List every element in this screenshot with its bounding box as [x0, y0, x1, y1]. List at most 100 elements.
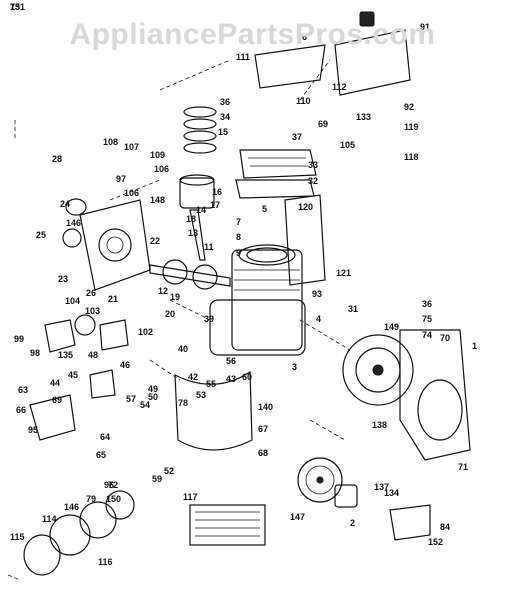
part-label-43: 43 — [226, 374, 236, 384]
part-label-32: 32 — [308, 176, 318, 186]
part-label-117: 117 — [183, 492, 198, 502]
part-label-69: 69 — [318, 119, 328, 129]
part-label-7: 7 — [236, 217, 241, 227]
part-label-133: 133 — [356, 112, 371, 122]
part-label-48: 48 — [88, 350, 98, 360]
piston-assembly — [179, 106, 217, 261]
part-label-104: 104 — [65, 296, 80, 306]
cylinder-head — [235, 149, 317, 199]
part-label-40: 40 — [178, 344, 188, 354]
part-label-53: 53 — [196, 390, 206, 400]
part-label-15: 15 — [218, 127, 228, 137]
part-label-84: 84 — [440, 522, 450, 532]
part-label-109: 109 — [150, 150, 165, 160]
part-label-146: 146 — [66, 218, 81, 228]
part-label-39: 39 — [204, 314, 214, 324]
part-label-36: 36 — [220, 97, 230, 107]
part-label-138: 138 — [372, 420, 387, 430]
part-label-150: 150 — [106, 494, 121, 504]
part-label-23: 23 — [58, 274, 68, 284]
part-label-107: 107 — [124, 142, 139, 152]
part-label-46: 46 — [120, 360, 130, 370]
part-label-2: 2 — [350, 518, 355, 528]
part-label-24: 24 — [60, 199, 70, 209]
part-label-74: 74 — [422, 330, 432, 340]
part-label-67: 67 — [258, 424, 268, 434]
air-cleaner-stack — [23, 490, 135, 576]
part-label-56: 56 — [226, 356, 236, 366]
part-label-71: 71 — [458, 462, 468, 472]
part-label-103: 103 — [85, 306, 100, 316]
part-label-148: 148 — [150, 195, 165, 205]
part-label-26: 26 — [86, 288, 96, 298]
part-label-49: 49 — [148, 384, 158, 394]
part-label-111: 111 — [236, 52, 250, 62]
part-label-95: 95 — [28, 425, 38, 435]
part-label-59: 59 — [152, 474, 162, 484]
part-label-152: 152 — [428, 537, 443, 547]
part-label-3: 3 — [292, 362, 297, 372]
part-label-6: 6 — [302, 32, 307, 42]
part-label-44: 44 — [50, 378, 60, 388]
part-label-22: 22 — [150, 236, 160, 246]
blower-housing — [342, 329, 471, 461]
part-label-110: 110 — [296, 96, 311, 106]
part-label-97: 97 — [116, 174, 126, 184]
cam-parts — [334, 484, 431, 541]
part-label-33: 33 — [308, 160, 318, 170]
part-label-66: 66 — [16, 405, 26, 415]
part-label-34: 34 — [220, 112, 230, 122]
part-label-20: 20 — [165, 309, 175, 319]
part-label-50: 50 — [148, 392, 158, 402]
part-label-120: 120 — [298, 202, 313, 212]
part-label-106: 106 — [154, 164, 169, 174]
part-label-19: 19 — [170, 292, 180, 302]
leader-lines — [7, 59, 351, 581]
part-label-65: 65 — [96, 450, 106, 460]
part-label-98: 98 — [30, 348, 40, 358]
drive-gear — [297, 457, 343, 503]
part-label-146: 146 — [64, 502, 79, 512]
part-label-28: 28 — [52, 154, 62, 164]
part-label-42: 42 — [188, 372, 198, 382]
engine-shroud — [174, 194, 326, 451]
part-label-112: 112 — [332, 82, 347, 92]
part-label-63: 63 — [18, 385, 28, 395]
part-label-9: 9 — [236, 248, 241, 258]
part-label-16: 16 — [212, 187, 222, 197]
part-label-147: 147 — [290, 512, 305, 522]
part-label-137: 137 — [374, 482, 389, 492]
part-label-5: 5 — [262, 204, 267, 214]
part-label-54: 54 — [140, 400, 150, 410]
part-label-135: 135 — [58, 350, 73, 360]
part-label-151: 151 — [10, 2, 25, 12]
part-label-99: 99 — [14, 334, 24, 344]
part-label-31: 31 — [348, 304, 358, 314]
part-label-140: 140 — [258, 402, 273, 412]
part-label-4: 4 — [316, 314, 321, 324]
part-label-116: 116 — [98, 557, 113, 567]
part-label-36: 36 — [422, 299, 432, 309]
part-label-37: 37 — [292, 132, 302, 142]
part-label-73: 73 — [10, 2, 20, 12]
part-label-13: 13 — [188, 228, 198, 238]
part-label-106: 106 — [124, 188, 139, 198]
part-label-57: 57 — [126, 394, 136, 404]
carburetor — [29, 314, 129, 441]
part-label-52: 52 — [164, 466, 174, 476]
part-label-114: 114 — [42, 514, 57, 524]
part-label-121: 121 — [336, 268, 351, 278]
crankshaft — [149, 259, 231, 290]
part-label-119: 119 — [404, 122, 419, 132]
part-label-149: 149 — [384, 322, 399, 332]
engine-block — [209, 244, 306, 356]
part-label-68: 68 — [258, 448, 268, 458]
part-label-93: 93 — [312, 289, 322, 299]
part-label-91: 91 — [420, 22, 430, 32]
part-label-79: 79 — [86, 494, 96, 504]
part-label-60: 60 — [242, 372, 252, 382]
part-label-18: 18 — [186, 214, 196, 224]
part-label-45: 45 — [68, 370, 78, 380]
